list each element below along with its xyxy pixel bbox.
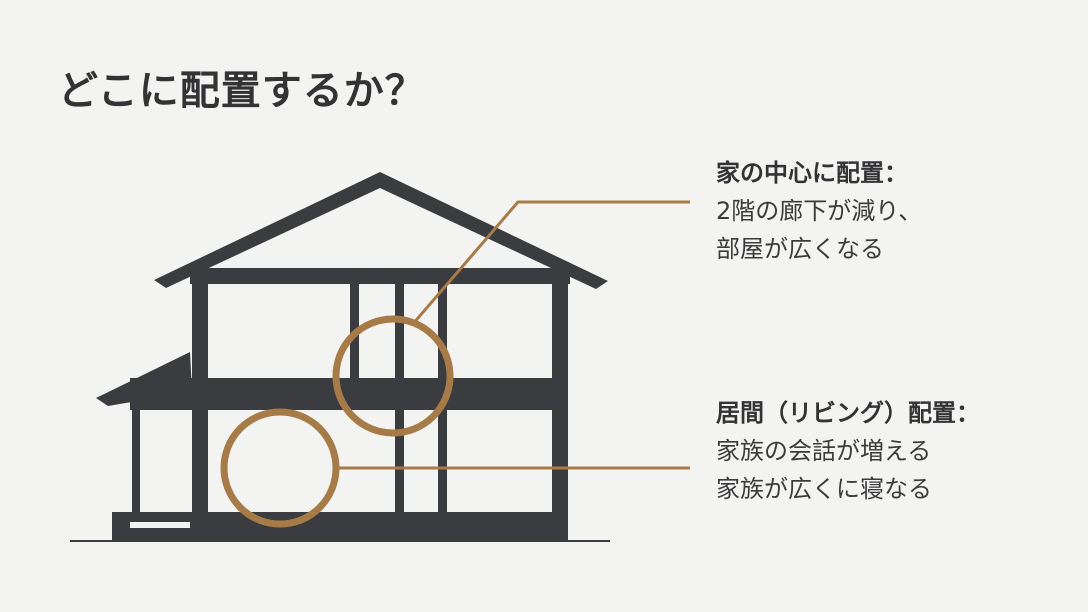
porch-post <box>132 402 140 520</box>
callout-line: 部屋が広くなる <box>716 235 884 263</box>
living-highlight-circle <box>220 408 340 528</box>
callout-line: 家族の会話が増える <box>716 437 932 465</box>
post-upper-2 <box>395 284 404 380</box>
slide-title: どこに配置するか？ <box>58 68 426 114</box>
leader-line-center <box>410 200 690 326</box>
floor-slab <box>130 378 568 410</box>
callout-living-placement: 居間（リビング）配置： 家族の会話が増える 家族が広くに寝なる <box>716 394 980 508</box>
post-lower-1 <box>395 408 404 516</box>
entry-step <box>130 522 190 528</box>
callout-line: 家族が広くに寝なる <box>716 475 932 503</box>
post-lower-2 <box>438 408 447 516</box>
callout-heading: 家の中心に配置： <box>716 159 908 187</box>
center-highlight-circle <box>332 315 454 437</box>
callout-center-placement: 家の中心に配置： 2階の廊下が減り、 部屋が広くなる <box>716 154 922 268</box>
callout-markers <box>220 200 690 528</box>
post-upper-3 <box>438 284 447 380</box>
house-structure <box>96 172 608 540</box>
callout-line: 2階の廊下が減り、 <box>716 197 923 225</box>
window-details <box>199 292 561 468</box>
callout-heading: 居間（リビング）配置： <box>716 399 980 427</box>
ceiling-beam <box>190 268 570 284</box>
